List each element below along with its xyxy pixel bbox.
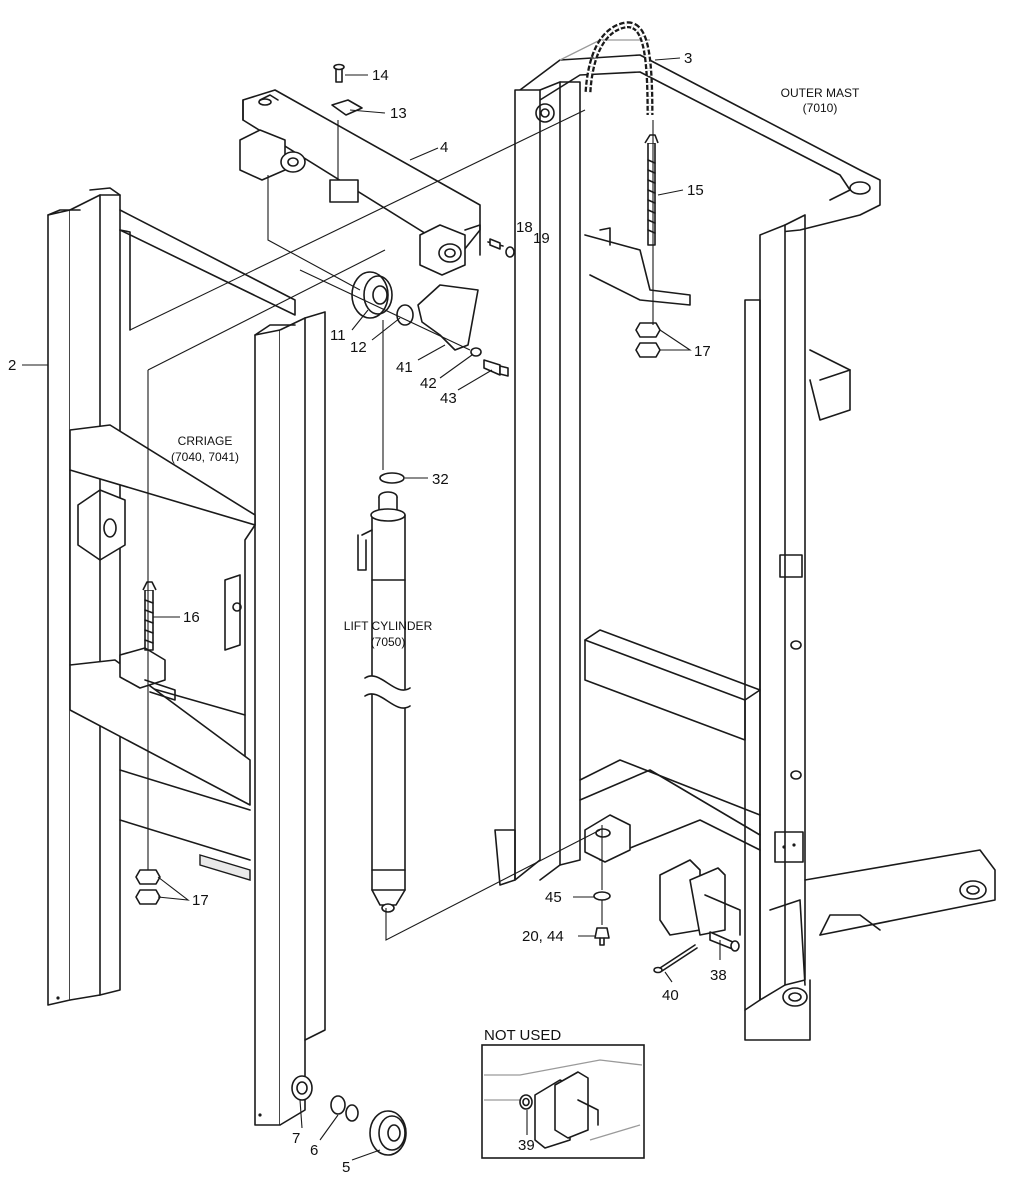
carriage-code: (7040, 7041) <box>171 450 239 464</box>
lift-cylinder-code: (7050) <box>371 635 406 649</box>
callout-41: 41 <box>396 359 413 376</box>
callout-5: 5 <box>342 1159 350 1176</box>
callout-2: 2 <box>8 357 16 374</box>
callout-12: 12 <box>350 339 367 356</box>
callout-14: 14 <box>372 67 389 84</box>
small-parts <box>135 63 740 1156</box>
callout-43: 43 <box>440 390 457 407</box>
callout-18: 18 <box>516 219 533 236</box>
tilt-hinge-bracket <box>659 859 741 936</box>
lift-chain <box>584 21 654 116</box>
assembly-lines <box>129 109 654 941</box>
callout-6: 6 <box>310 1142 318 1159</box>
callout-3: 3 <box>684 50 692 67</box>
callout-4: 4 <box>440 139 448 156</box>
callout-leaders <box>22 57 721 1161</box>
callout-45: 45 <box>545 889 562 906</box>
lift-cylinder-label: LIFT CYLINDER <box>344 619 433 633</box>
callout-32: 32 <box>432 471 449 488</box>
carriage-label: CRRIAGE <box>178 434 233 448</box>
callout-17-upper: 17 <box>694 343 711 360</box>
callout-17-lower: 17 <box>192 892 209 909</box>
callout-16: 16 <box>183 609 200 626</box>
callout-40: 40 <box>662 987 679 1004</box>
inner-mast <box>47 187 326 1126</box>
chain-anchor-bolt-16 <box>142 581 157 651</box>
outer-mast-code: (7010) <box>803 101 838 115</box>
callout-15: 15 <box>687 182 704 199</box>
callout-13: 13 <box>390 105 407 122</box>
outer-mast-label: OUTER MAST <box>781 86 860 100</box>
chain-anchor-bolt-15 <box>644 134 659 246</box>
not-used-inset: NOT USED 39 <box>481 1027 645 1159</box>
callout-19: 19 <box>533 230 550 247</box>
chain-roller-head <box>239 89 481 276</box>
callout-42: 42 <box>420 375 437 392</box>
callout-39: 39 <box>518 1137 535 1154</box>
callout-20-44: 20, 44 <box>522 928 564 945</box>
outer-mast <box>494 39 996 1041</box>
lift-cylinder <box>357 491 411 913</box>
inset-title: NOT USED <box>484 1027 561 1044</box>
callout-11: 11 <box>330 327 346 344</box>
callout-38: 38 <box>710 967 727 984</box>
carriage <box>69 424 256 806</box>
callout-7: 7 <box>292 1130 300 1147</box>
